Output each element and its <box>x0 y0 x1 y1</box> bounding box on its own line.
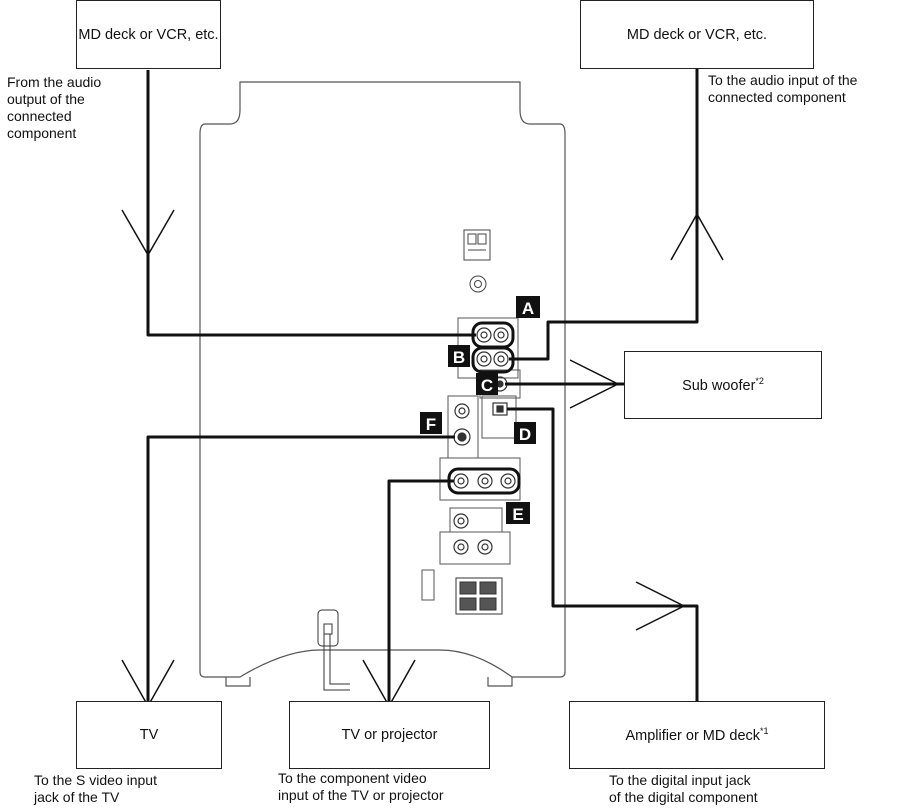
power-cord <box>317 609 350 691</box>
tv-projector-label: TV or projector <box>341 727 438 743</box>
svg-text:A: A <box>522 299 534 318</box>
cable-audio-in <box>146 70 476 337</box>
caption-from-audio: From the audio output of the connected c… <box>7 74 102 141</box>
arrowheads <box>121 209 724 708</box>
tv-projector-box: TV or projector <box>289 701 490 769</box>
amplifier-note: *1 <box>760 726 769 737</box>
svg-text:F: F <box>426 415 436 434</box>
md-deck-left-label: MD deck or VCR, etc. <box>78 26 219 43</box>
antenna-jack <box>469 275 487 293</box>
subwoofer-box: Sub woofer*2 <box>624 351 822 419</box>
cable-audio-out <box>509 68 699 361</box>
caption-component-video: To the component video input of the TV o… <box>278 770 444 803</box>
subwoofer-label: Sub woofer*2 <box>682 376 764 394</box>
amplifier-label: Amplifier or MD deck*1 <box>625 726 769 744</box>
jack-tag-f: F <box>420 412 442 434</box>
subwoofer-note: *2 <box>755 376 764 387</box>
md-deck-left-box: MD deck or VCR, etc. <box>76 0 221 69</box>
jack-tag-e: E <box>506 502 530 524</box>
jack-tag-c: C <box>476 373 498 395</box>
jack-tag-d: D <box>514 422 536 444</box>
svg-text:D: D <box>519 425 531 444</box>
caption-s-video: To the S video input jack of the TV <box>34 772 157 805</box>
tv-label: TV <box>139 727 159 743</box>
svg-text:C: C <box>481 376 493 395</box>
cable-digital <box>507 407 699 758</box>
jacks <box>453 327 516 555</box>
amplifier-box: Amplifier or MD deck*1 <box>569 701 825 769</box>
jack-tag-b: B <box>448 345 470 367</box>
caption-to-audio: To the audio input of the connected comp… <box>708 72 858 105</box>
cables <box>146 68 699 758</box>
cable-s-video <box>146 435 455 758</box>
tv-box: TV <box>76 701 222 769</box>
md-deck-right-label: MD deck or VCR, etc. <box>626 26 768 43</box>
cable-component <box>387 479 454 758</box>
svg-text:B: B <box>453 348 465 367</box>
unit-rear-panel <box>199 81 566 687</box>
speaker-terminal-top <box>463 229 491 261</box>
jack-panel-outlines <box>421 317 521 601</box>
md-deck-right-box: MD deck or VCR, etc. <box>580 0 814 69</box>
jack-tag-a: A <box>516 296 540 318</box>
svg-text:E: E <box>512 505 523 524</box>
speaker-terminal-bottom <box>455 577 503 615</box>
caption-digital-input: To the digital input jack of the digital… <box>609 772 758 805</box>
